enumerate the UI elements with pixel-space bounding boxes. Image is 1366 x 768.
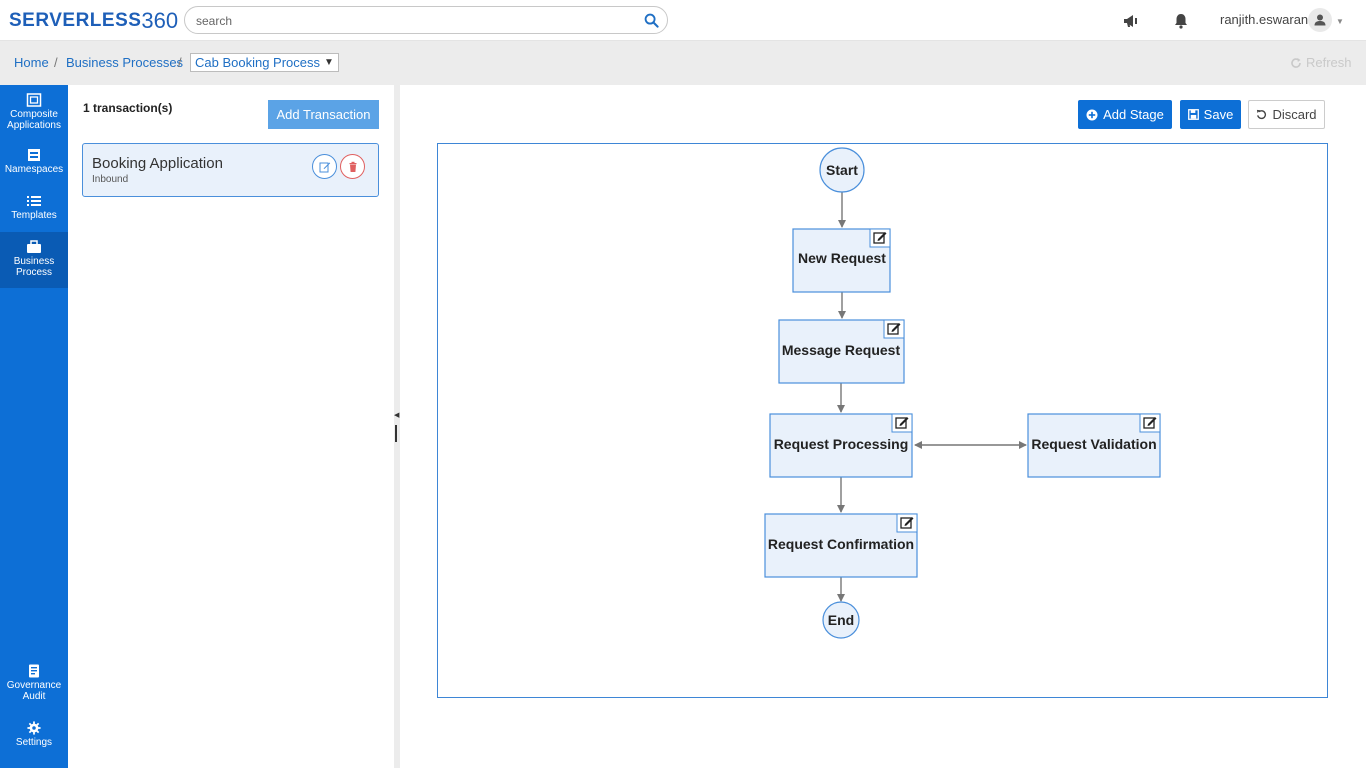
save-button[interactable]: Save xyxy=(1180,100,1241,129)
logo-text: SERVERLESS xyxy=(9,10,142,31)
process-flow-diagram: Start New Request Message Request xyxy=(764,147,1161,639)
breadcrumb-separator: / xyxy=(54,55,58,70)
refresh-icon xyxy=(1291,57,1301,68)
stage-label: Request Validation xyxy=(1031,436,1156,452)
sidebar-item-label: Composite Applications xyxy=(7,109,61,131)
stage-new-request[interactable]: New Request xyxy=(792,228,891,293)
audit-icon xyxy=(29,664,39,678)
composite-icon xyxy=(26,93,42,107)
namespace-icon xyxy=(28,149,40,161)
bell-icon[interactable] xyxy=(1172,12,1190,30)
sidebar-item-business-process[interactable]: Business Process xyxy=(0,232,68,288)
transaction-card[interactable]: Booking Application Inbound xyxy=(82,143,379,197)
refresh-label: Refresh xyxy=(1306,55,1352,70)
breadcrumb-business-processes[interactable]: Business Processes xyxy=(66,55,184,70)
add-stage-label: Add Stage xyxy=(1103,107,1164,122)
stage-label: Request Confirmation xyxy=(768,536,914,552)
chevron-down-icon[interactable]: ▼ xyxy=(1336,17,1344,26)
transaction-direction: Inbound xyxy=(92,174,129,185)
list-icon xyxy=(27,196,41,206)
sidebar-item-governance-audit[interactable]: Governance Audit xyxy=(0,664,68,704)
user-icon xyxy=(1314,14,1326,26)
end-label: End xyxy=(828,612,854,628)
stage-request-confirmation[interactable]: Request Confirmation xyxy=(764,513,918,578)
transaction-count: 1 transaction(s) xyxy=(83,101,173,115)
process-designer: Add Stage Save Discard xyxy=(400,85,1366,768)
edit-stage-icon[interactable] xyxy=(891,413,913,433)
stage-label: Request Processing xyxy=(774,436,909,452)
sidebar-item-label: Settings xyxy=(15,737,53,748)
gear-icon xyxy=(27,721,41,735)
sidebar-item-templates[interactable]: Templates xyxy=(0,194,68,226)
sidebar: Composite Applications Namespaces Templa… xyxy=(0,85,68,768)
breadcrumb-home[interactable]: Home xyxy=(14,55,49,70)
avatar[interactable] xyxy=(1308,8,1332,32)
edit-icon xyxy=(319,162,330,172)
transaction-name: Booking Application xyxy=(92,155,223,172)
stage-request-processing[interactable]: Request Processing xyxy=(769,413,913,478)
save-icon xyxy=(1187,109,1199,120)
splitter-grip[interactable] xyxy=(395,425,397,442)
edit-stage-icon[interactable] xyxy=(1139,413,1161,433)
logo-number: 360 xyxy=(141,8,179,33)
sidebar-item-label: Governance Audit xyxy=(6,680,62,702)
panel-splitter[interactable]: ◀ xyxy=(394,85,400,768)
sidebar-item-settings[interactable]: Settings xyxy=(0,721,68,753)
add-transaction-button[interactable]: Add Transaction xyxy=(268,100,379,129)
edit-stage-icon[interactable] xyxy=(883,319,905,339)
delete-transaction-button[interactable] xyxy=(340,154,365,179)
sidebar-item-label: Business Process xyxy=(13,256,55,278)
discard-button[interactable]: Discard xyxy=(1248,100,1325,129)
undo-icon xyxy=(1257,109,1267,120)
plus-circle-icon xyxy=(1086,109,1098,120)
stage-request-validation[interactable]: Request Validation xyxy=(1027,413,1161,478)
refresh-button[interactable]: Refresh xyxy=(1290,55,1352,70)
edit-stage-icon[interactable] xyxy=(896,513,918,533)
app-logo[interactable]: SERVERLESS 360 xyxy=(9,8,178,34)
stage-message-request[interactable]: Message Request xyxy=(778,319,905,384)
search-icon[interactable] xyxy=(644,13,659,28)
process-select[interactable]: Cab Booking Process ▼ xyxy=(190,53,339,72)
username[interactable]: ranjith.eswaran xyxy=(1220,12,1309,27)
sidebar-item-namespaces[interactable]: Namespaces xyxy=(0,148,68,180)
top-bar: SERVERLESS 360 ranjith.eswaran ▼ xyxy=(0,0,1366,41)
flow-canvas[interactable]: Start New Request Message Request xyxy=(437,143,1328,698)
add-stage-button[interactable]: Add Stage xyxy=(1078,100,1172,129)
trash-icon xyxy=(349,161,356,172)
edit-transaction-button[interactable] xyxy=(312,154,337,179)
breadcrumb-separator: / xyxy=(178,55,182,70)
end-node[interactable]: End xyxy=(822,601,860,639)
collapse-arrow-icon[interactable]: ◀ xyxy=(394,412,400,419)
search-input[interactable] xyxy=(196,12,636,29)
breadcrumb: Home / Business Processes / Cab Booking … xyxy=(0,41,1366,85)
briefcase-icon xyxy=(27,240,41,253)
process-select-value: Cab Booking Process xyxy=(195,55,321,70)
chevron-down-icon: ▼ xyxy=(324,57,334,68)
sidebar-item-composite-applications[interactable]: Composite Applications xyxy=(0,93,68,135)
search-box xyxy=(184,6,668,34)
discard-label: Discard xyxy=(1272,107,1317,122)
stage-label: New Request xyxy=(798,250,886,266)
start-node[interactable]: Start xyxy=(819,147,865,193)
sidebar-item-label: Namespaces xyxy=(4,164,64,175)
edit-stage-icon[interactable] xyxy=(869,228,891,248)
stage-label: Message Request xyxy=(782,342,901,358)
sidebar-item-label: Templates xyxy=(11,210,57,221)
start-label: Start xyxy=(826,162,858,178)
save-label: Save xyxy=(1203,107,1234,122)
transactions-panel: 1 transaction(s) Add Transaction Booking… xyxy=(68,85,394,768)
megaphone-icon[interactable] xyxy=(1122,12,1140,30)
